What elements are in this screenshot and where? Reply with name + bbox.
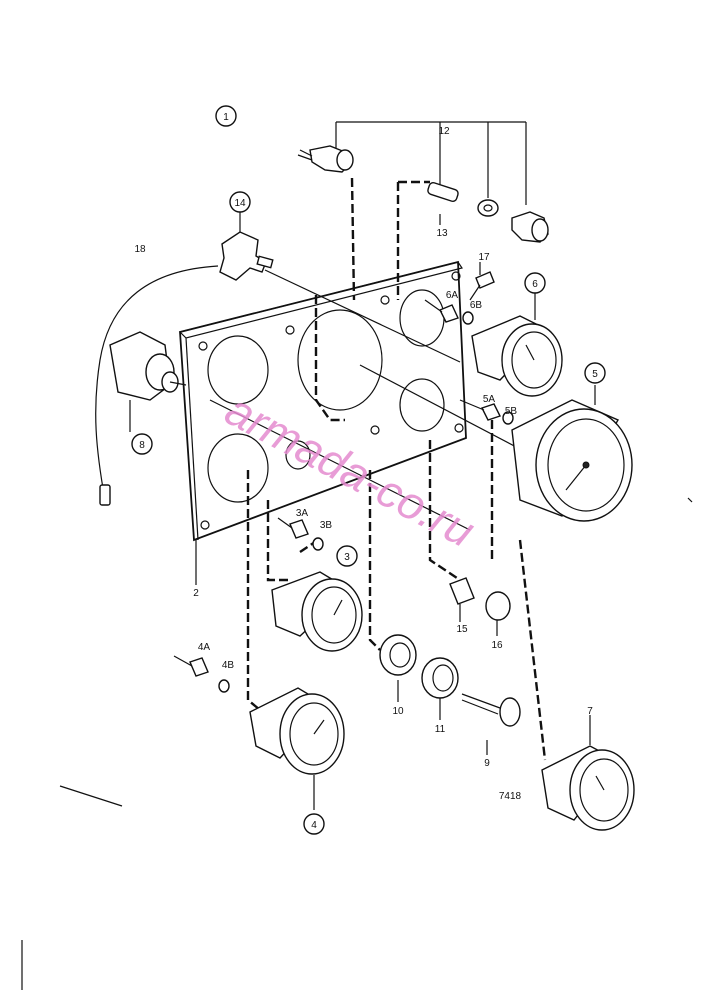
gauge-5-tachometer bbox=[511, 399, 633, 522]
label-10: 10 bbox=[392, 706, 404, 717]
gauge-3 bbox=[271, 571, 363, 652]
wire-and-switch bbox=[95, 265, 219, 506]
part-number-labels: 12 13 18 17 6A 6B 5A 5B 3A 3B 2 15 16 4A… bbox=[134, 126, 593, 802]
drawing-number: 7418 bbox=[499, 791, 522, 802]
label-15: 15 bbox=[456, 624, 468, 635]
label-3b: 3B bbox=[320, 520, 333, 531]
callout-14: 14 bbox=[234, 198, 246, 209]
instrument-panel-plate bbox=[178, 260, 467, 542]
stray-marks bbox=[21, 497, 693, 990]
label-9: 9 bbox=[484, 758, 490, 769]
dashed-assembly-lines bbox=[246, 177, 547, 761]
label-2: 2 bbox=[193, 588, 199, 599]
small-fittings bbox=[173, 271, 514, 693]
callout-6: 6 bbox=[532, 279, 538, 290]
label-13: 13 bbox=[436, 228, 448, 239]
callout-4: 4 bbox=[311, 820, 317, 831]
callout-1: 1 bbox=[223, 112, 229, 123]
label-6b: 6B bbox=[470, 300, 483, 311]
label-5b: 5B bbox=[505, 406, 518, 417]
gauge-4 bbox=[249, 687, 345, 775]
circled-callouts: 1 14 6 5 8 3 4 bbox=[131, 105, 606, 835]
callout-3: 3 bbox=[344, 552, 350, 563]
rings-key-knob bbox=[379, 577, 521, 727]
label-12: 12 bbox=[438, 126, 450, 137]
label-4a: 4A bbox=[198, 642, 211, 653]
label-5a: 5A bbox=[483, 394, 496, 405]
callout-5: 5 bbox=[592, 369, 598, 380]
gauge-7 bbox=[541, 745, 635, 831]
lamp-socket-assembly bbox=[297, 145, 549, 243]
label-7: 7 bbox=[587, 706, 593, 717]
label-6a: 6A bbox=[446, 290, 459, 301]
label-17: 17 bbox=[478, 252, 490, 263]
label-11: 11 bbox=[435, 724, 446, 735]
junction-block bbox=[219, 231, 274, 281]
label-3a: 3A bbox=[296, 508, 309, 519]
callout-8: 8 bbox=[139, 440, 145, 451]
gauge-6 bbox=[471, 315, 563, 397]
label-4b: 4B bbox=[222, 660, 235, 671]
label-18: 18 bbox=[134, 244, 146, 255]
label-16: 16 bbox=[491, 640, 503, 651]
